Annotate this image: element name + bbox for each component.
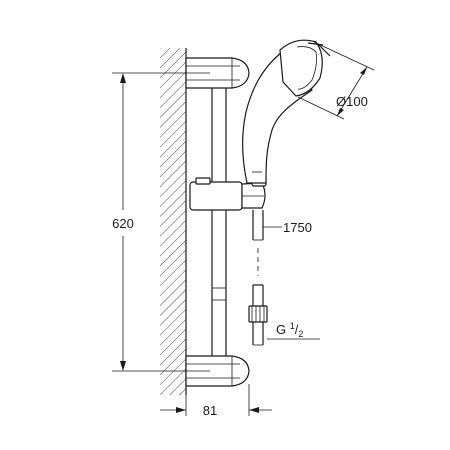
slide-rail [211,88,227,356]
hose-length-dimension: 1750 [263,220,312,235]
height-dimension: 620 [112,72,210,372]
thread-dimension: G 1/2 [267,321,320,340]
depth-dimension: 81 [160,384,272,418]
depth-label: 81 [203,403,217,418]
hose-length-label: 1750 [283,220,312,235]
wall-hatching [160,48,186,395]
hose-thread-nut [248,305,268,323]
head-diameter-label: Ø100 [336,94,368,109]
hand-shower [242,39,331,184]
top-wall-bracket [185,57,250,89]
height-label: 620 [112,216,134,231]
bottom-wall-bracket [185,355,250,387]
head-diameter-dimension: Ø100 [297,41,375,120]
shower-head [279,39,323,97]
shower-hose [248,210,268,346]
wall [160,48,187,395]
thread-label: G 1/2 [276,321,303,339]
